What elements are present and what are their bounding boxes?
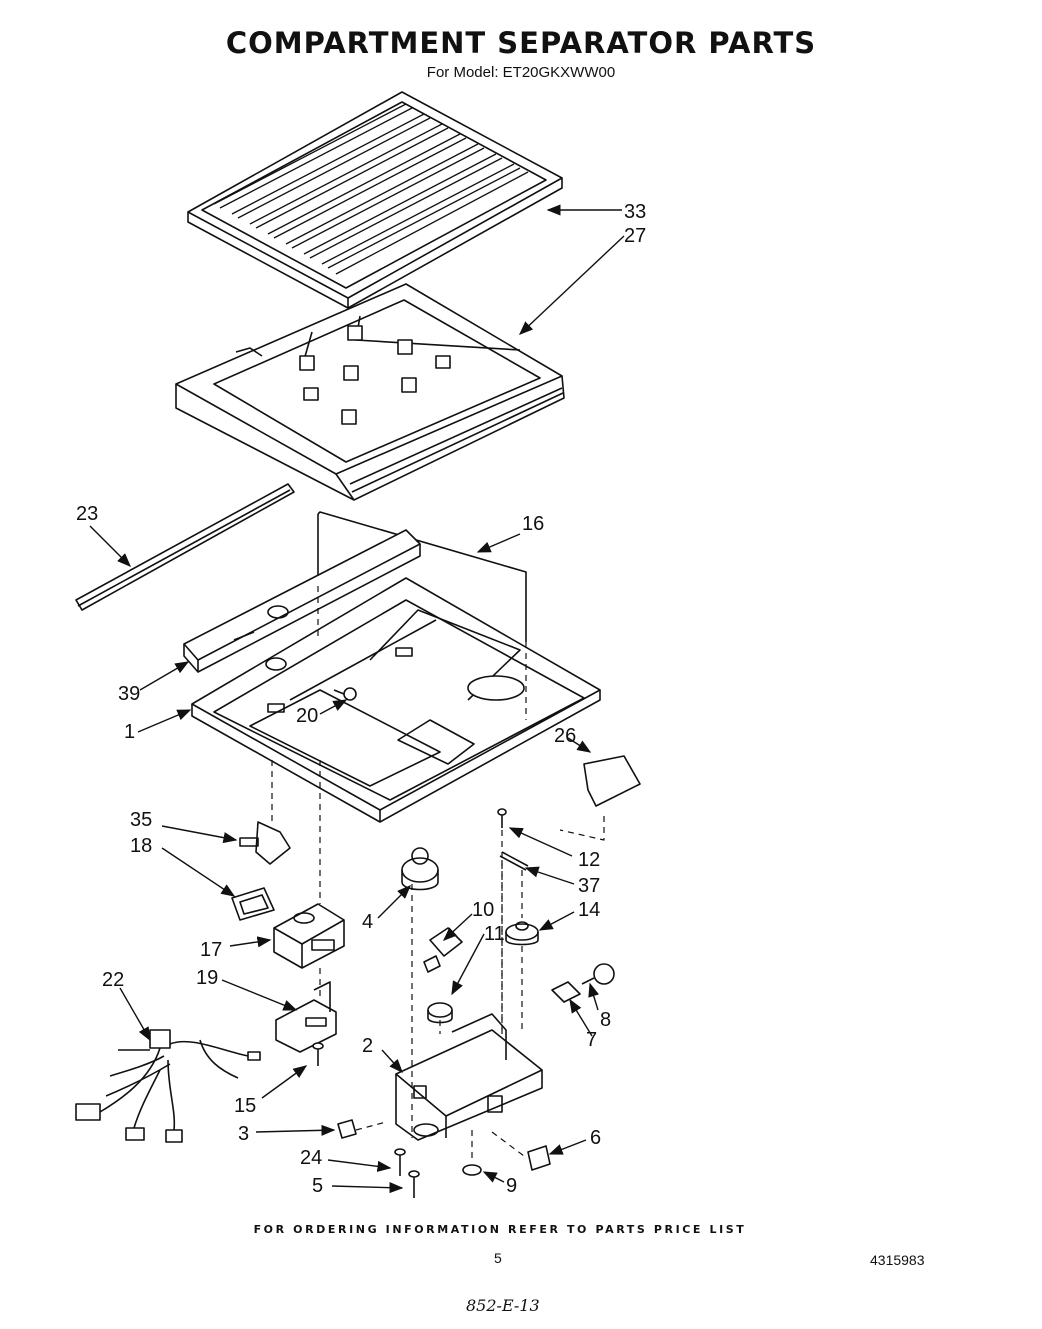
callout-6: 6 (590, 1127, 601, 1149)
part-15-screw (312, 1042, 324, 1066)
callout-2: 2 (362, 1035, 373, 1057)
part-10-switch (423, 927, 463, 973)
part-7-lamp-socket (551, 981, 581, 1003)
part-9-grommet (462, 1164, 482, 1176)
part-16-heater-wire (317, 511, 527, 642)
part-26-insulation-pad (583, 755, 641, 807)
callout-27: 27 (624, 225, 646, 247)
part-33-grille (187, 91, 563, 309)
callout-15: 15 (234, 1095, 256, 1117)
handwritten-note: 852-E-13 (466, 1296, 540, 1315)
part-18-lens (231, 887, 275, 921)
part-2-control-housing (395, 1013, 543, 1141)
callout-8: 8 (600, 1009, 611, 1031)
part-23-trim-strip (75, 483, 295, 611)
part-11-knob (427, 1002, 453, 1024)
assembly-guide-lines (271, 586, 605, 1160)
callout-10: 10 (472, 899, 494, 921)
callout-26: 26 (554, 725, 576, 747)
part-22-wire-harness (75, 1029, 261, 1143)
part-20-screw (333, 687, 357, 701)
callout-17: 17 (200, 939, 222, 961)
part-4-control (401, 847, 439, 891)
page-title: COMPARTMENT SEPARATOR PARTS (225, 26, 817, 60)
callout-5: 5 (312, 1175, 323, 1197)
part-5-screw (408, 1170, 420, 1198)
callout-22: 22 (102, 969, 124, 991)
ordering-info-footer: FOR ORDERING INFORMATION REFER TO PARTS … (253, 1223, 747, 1236)
callout-20: 20 (296, 705, 318, 727)
leader-lines (89, 204, 625, 1194)
model-subtitle: For Model: ET20GKXWW00 (426, 64, 616, 81)
callout-18: 18 (130, 835, 152, 857)
callout-37: 37 (578, 875, 600, 897)
part-12-screw (497, 808, 507, 828)
callout-7: 7 (586, 1029, 597, 1051)
part-1-separator-base (191, 577, 601, 823)
part-8-bulb (581, 963, 615, 985)
document-number: 4315983 (870, 1252, 925, 1268)
page-number: 5 (494, 1250, 502, 1266)
callout-12: 12 (578, 849, 600, 871)
callout-14: 14 (578, 899, 600, 921)
callout-11: 11 (484, 923, 505, 945)
part-39-front-rail (183, 529, 421, 673)
callout-33: 33 (624, 201, 646, 223)
callout-1: 1 (124, 721, 135, 743)
callout-19: 19 (196, 967, 218, 989)
part-37-clip (499, 851, 529, 871)
part-3-clip (337, 1119, 357, 1139)
callout-labels: 33 27 23 16 39 1 20 26 35 18 12 37 4 10 … (76, 201, 646, 1197)
callout-9: 9 (506, 1175, 517, 1197)
part-24-screw (394, 1148, 406, 1176)
part-6-switch (527, 1145, 551, 1171)
part-35-damper (239, 821, 291, 865)
callout-35: 35 (130, 809, 152, 831)
part-19-bracket (275, 981, 337, 1053)
callout-23: 23 (76, 503, 98, 525)
callout-3: 3 (238, 1123, 249, 1145)
callout-4: 4 (362, 911, 373, 933)
callout-24: 24 (300, 1147, 322, 1169)
callout-39: 39 (118, 683, 140, 705)
callout-16: 16 (522, 513, 544, 535)
part-14-socket (505, 921, 539, 946)
part-27-separator-panel (175, 283, 565, 501)
part-17-housing (273, 903, 345, 969)
